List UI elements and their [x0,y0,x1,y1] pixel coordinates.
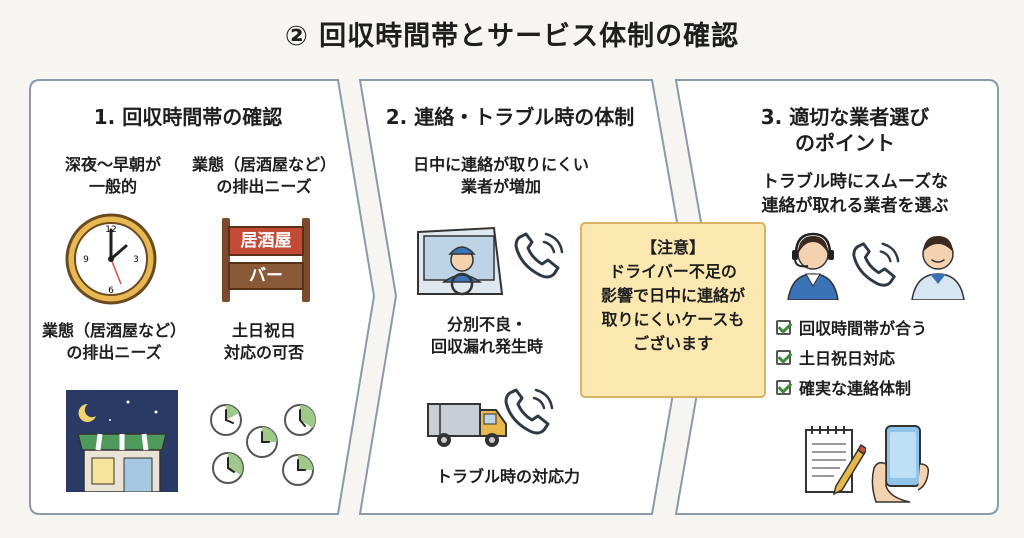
checkbox-checked-icon [776,349,791,365]
clipboard-pencil-icon [805,426,866,496]
panel-1-item-4: 土日祝日 対応の可否 [223,321,304,362]
caution-box: 【注意】 ドライバー不足の 影響で日中に連絡が 取りにくいケースも ございます [580,222,766,398]
operator-headset-icon [787,232,839,300]
night-store-icon [66,390,178,492]
panel-1-item-2: 業態（居酒屋など） の排出ニーズ [191,155,336,196]
panel-2-heading: 2. 連絡・トラブル時の体制 [385,105,635,129]
sign-bar: バー [228,262,304,290]
caution-label: 【注意】 [640,238,705,257]
panel-3-subheading: トラブル時にスムーズな 連絡が取れる業者を選ぶ [761,172,949,216]
phone-icon [504,388,554,435]
panel-2-item-2: 分別不良・ 回収漏れ発生時 [430,315,543,356]
checklist-item: 土日祝日対応 [776,342,927,372]
phone-icon [852,242,900,287]
panel-3-heading: 3. 適切な業者選び のポイント [760,105,930,155]
panel-1-heading: 1. 回収時間帯の確認 [93,105,283,129]
sign-izakaya: 居酒屋 [228,226,304,256]
multiple-clocks-icon [210,404,316,486]
panel-1-item-1: 深夜〜早朝が 一般的 [64,155,161,196]
truck-driver-icon [417,226,504,296]
phone-icon [514,232,564,279]
panel-1-item-3: 業態（居酒屋など） の排出ニーズ [41,321,186,362]
checklist-item: 確実な連絡体制 [776,372,927,402]
svg-text:3: 3 [133,255,139,265]
shop-sign: 居酒屋 バー [220,218,312,302]
smartphone-hand-icon [871,425,930,503]
svg-text:9: 9 [83,255,89,265]
checklist-item: 回収時間帯が合う [776,312,927,342]
staff-person-icon [911,236,965,300]
garbage-truck-icon [427,403,507,447]
checkbox-checked-icon [776,379,791,395]
svg-text:6: 6 [108,286,114,296]
panel-2-item-1: 日中に連絡が取りにくい 業者が増加 [413,155,589,196]
checkbox-checked-icon [776,319,791,335]
page-title: ② 回収時間帯とサービス体制の確認 [284,21,740,52]
panel-2-item-3: トラブル時の対応力 [435,467,580,486]
checklist: 回収時間帯が合う 土日祝日対応 確実な連絡体制 [776,312,927,402]
clock-icon: 12 3 6 9 [65,213,157,305]
